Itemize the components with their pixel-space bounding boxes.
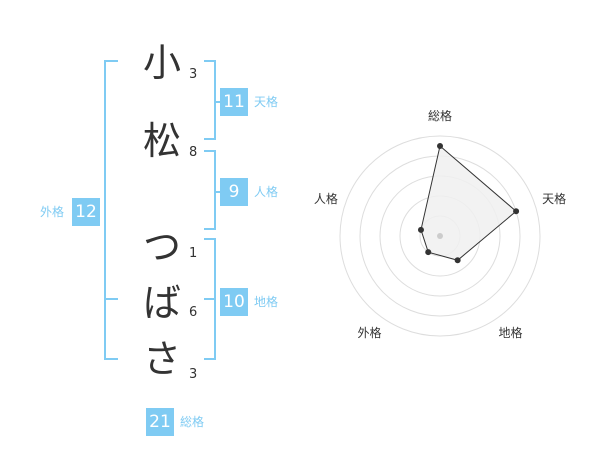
radar-axis-label-1: 総格 [428, 110, 452, 123]
stroke-count-3: 1 [189, 246, 198, 261]
radar-point-1 [437, 143, 443, 149]
jinkaku-bracket-tick [216, 191, 222, 193]
radar-axis-label-4: 外格 [357, 325, 381, 340]
chikaku-value-badge: 10 [220, 288, 248, 316]
radar-center-dot [437, 233, 443, 239]
name-char-1: 小 [142, 41, 181, 85]
gaikaku-label: 外格 [40, 205, 65, 219]
soukaku-value-badge: 21 [146, 408, 174, 436]
name-char-4: ば [142, 281, 181, 325]
name-char-3: つ [142, 225, 181, 269]
stroke-count-2: 8 [189, 145, 198, 160]
tenkaku-bracket-tick [216, 101, 222, 103]
stroke-count-1: 3 [189, 67, 198, 82]
radar-area [420, 145, 517, 261]
stroke-count-4: 6 [189, 305, 198, 320]
name-char-2: 松 [142, 119, 181, 163]
chikaku-label: 地格 [254, 295, 279, 309]
tenkaku-bracket [204, 60, 216, 140]
gaikaku-bracket [104, 60, 118, 360]
radar-axis-label-5: 人格 [314, 191, 338, 206]
radar-axis-label-2: 天格 [542, 191, 566, 206]
gaikaku-value-badge: 12 [72, 198, 100, 226]
radar-axis-label-3: 地格 [499, 325, 523, 340]
name-char-5: さ [142, 337, 181, 381]
radar-grid-ring-5 [339, 135, 541, 337]
stroke-count-5: 3 [189, 367, 198, 382]
radar-point-3 [454, 257, 461, 264]
jinkaku-bracket [204, 150, 216, 230]
radar-point-4 [425, 249, 432, 256]
radar-point-2 [513, 208, 520, 215]
jinkaku-value-badge: 9 [220, 178, 248, 206]
jinkaku-label: 人格 [254, 185, 279, 199]
chikaku-bracket-tick [204, 298, 216, 300]
soukaku-label: 総格 [180, 415, 205, 429]
tenkaku-label: 天格 [254, 95, 279, 109]
tenkaku-value-badge: 11 [220, 88, 248, 116]
gaikaku-bracket-tick [104, 298, 118, 300]
radar-point-5 [417, 226, 424, 233]
